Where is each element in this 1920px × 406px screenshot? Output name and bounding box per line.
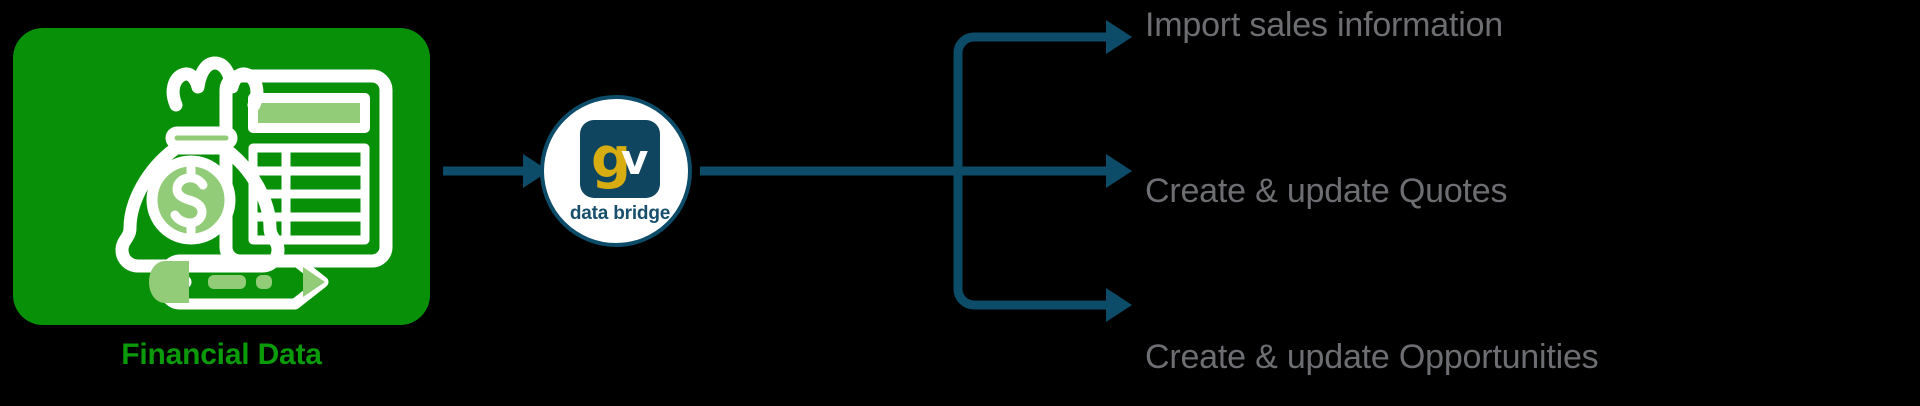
arrowhead-out-2 (1106, 288, 1132, 322)
source-label: Financial Data (121, 338, 322, 371)
output-item-2: Create & update Opportunities (1145, 338, 1599, 376)
branch-up (953, 32, 1106, 171)
data-bridge-logo: g v data bridge (540, 95, 692, 247)
output-item-0: Import sales information (1145, 6, 1504, 44)
logo-wordmark: data bridge (569, 203, 671, 224)
gv-logo-mark: g v (580, 120, 660, 198)
branch-down (953, 171, 1106, 310)
output-item-1: Create & update Quotes (1145, 172, 1508, 210)
financial-data-icon (115, 56, 393, 310)
arrowhead-out-1 (1106, 154, 1132, 188)
logo-letter-v: v (621, 135, 649, 184)
logo-letter-g: g (591, 126, 632, 191)
financial-data-card (13, 28, 430, 325)
arrowhead-out-0 (1106, 20, 1132, 54)
